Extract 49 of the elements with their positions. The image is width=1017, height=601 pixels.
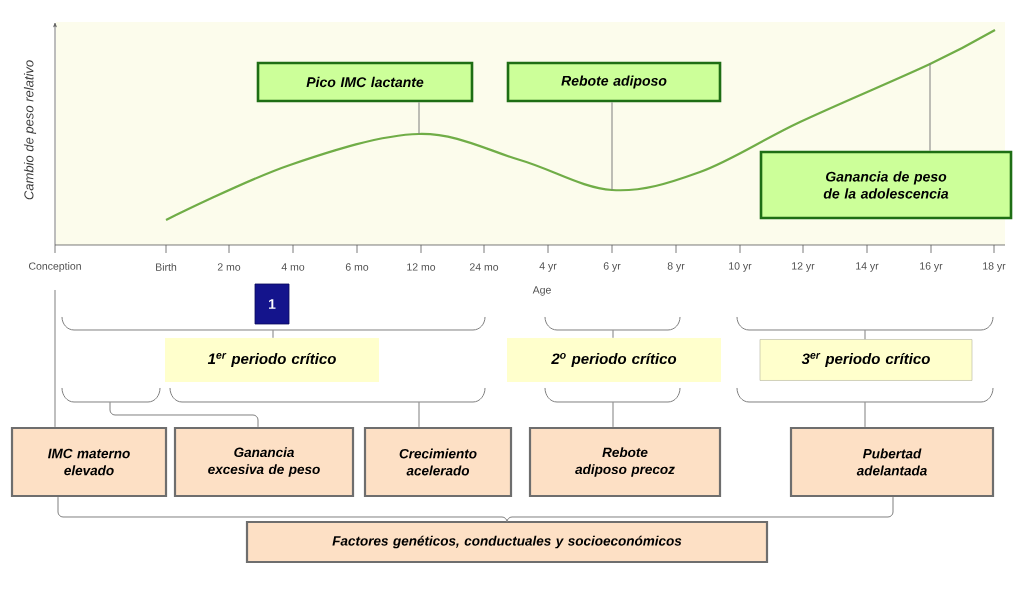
tick-label: 24 mo — [469, 263, 499, 271]
callout-box: Pico IMC lactante — [256, 61, 474, 103]
tick-label: 4 yr — [539, 262, 557, 272]
connector-line — [418, 401, 420, 428]
factor-box: Pubertad adelantada — [789, 426, 995, 498]
tick-label: 12 mo — [407, 263, 436, 271]
period-label: 3$^{er}$ periodo crítico — [759, 339, 973, 381]
bracket — [544, 316, 681, 331]
factor-box: Ganancia excesiva de peso — [173, 426, 355, 498]
factor-box: Factores genéticos, conductuales y socioeconómicos — [245, 520, 769, 564]
axis-title: Cambio de peso relativo — [23, 60, 37, 200]
connector-line — [272, 329, 274, 339]
tick-label: 8 yr — [667, 262, 685, 272]
tick-label: 10 yr — [729, 262, 752, 272]
callout-box: Ganancia de peso de la adolescencia — [759, 150, 1013, 220]
connector-line — [506, 496, 894, 523]
tick-label: Birth — [156, 263, 177, 271]
leader-line — [929, 62, 931, 152]
number-badge: 1 — [254, 283, 290, 325]
bracket — [61, 387, 161, 403]
bracket — [736, 387, 994, 403]
bracket — [169, 387, 486, 403]
connector-line — [612, 329, 614, 339]
period-label: 1$^{er}$ periodo crítico — [165, 338, 379, 382]
bracket — [544, 387, 681, 403]
connector-line — [57, 496, 508, 523]
tick-label: 4 mo — [281, 263, 305, 271]
period-label: 2$^{o}$ periodo crítico — [507, 338, 721, 382]
tick-label: 14 yr — [856, 262, 879, 272]
factor-box: Rebote adiposo precoz — [528, 426, 722, 498]
connector-line — [864, 329, 866, 340]
leader-line — [611, 101, 613, 191]
leader-line — [418, 101, 420, 135]
tick-label: Conception — [29, 262, 81, 272]
axis-title: Age — [532, 286, 551, 296]
tick-label: 12 yr — [792, 262, 815, 272]
tick-label: 6 yr — [603, 262, 621, 272]
connector-line — [864, 401, 866, 428]
tick-label: 16 yr — [920, 262, 943, 272]
factor-box: IMC materno elevado — [10, 426, 168, 498]
leader-line — [54, 289, 56, 428]
tick-label: 2 mo — [217, 263, 241, 271]
tick-label: 6 mo — [345, 263, 369, 271]
bracket — [61, 316, 486, 331]
tick-label: 18 yr — [983, 262, 1006, 272]
bracket — [736, 316, 994, 331]
callout-box: Rebote adiposo — [506, 61, 722, 103]
connector-line — [612, 401, 614, 428]
factor-box: Crecimiento acelerado — [363, 426, 513, 498]
